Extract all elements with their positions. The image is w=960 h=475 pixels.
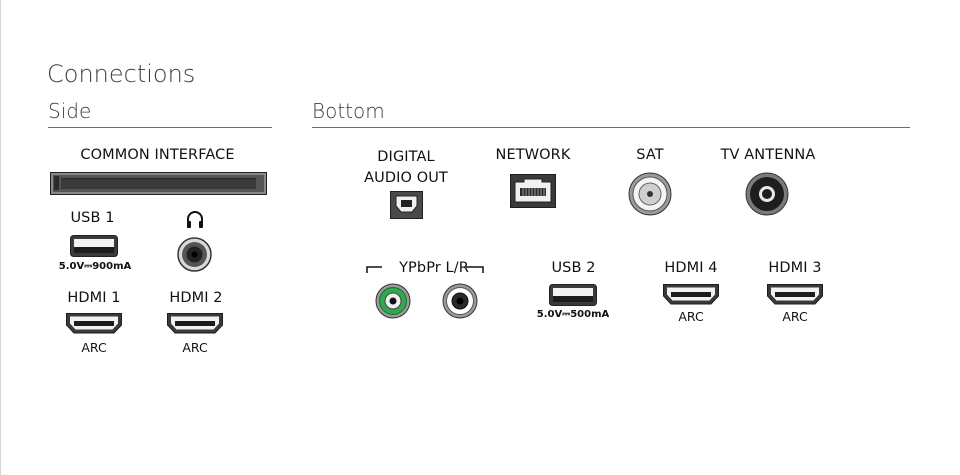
bottom-section-rule [312,127,910,128]
rca-jack-icon[interactable] [375,283,411,319]
headphone-icon [187,211,203,228]
tv-antenna-label: TV ANTENNA [720,147,816,163]
hdmi-port-icon[interactable] [167,312,223,334]
hdmi1-arc-label: ARC [81,340,107,355]
hdmi2-arc-label: ARC [182,340,208,355]
digital-audio-out-label: DIGITAL AUDIO OUT [350,147,462,189]
usb2-spec: 5.0V⎓500mA [536,309,610,320]
coax-port-icon[interactable] [628,172,672,216]
usb-port-icon[interactable] [549,284,597,306]
usb1-label: USB 1 [70,210,115,226]
hdmi4-label: HDMI 4 [664,260,718,276]
antenna-port-icon[interactable] [745,172,789,216]
page-edge-rule [0,0,1,475]
sat-label: SAT [636,147,664,163]
hdmi2-label: HDMI 2 [169,290,223,306]
ypbpr-bracket-icon [366,266,484,273]
usb-port-icon[interactable] [70,235,118,257]
rca-jack-icon[interactable] [442,283,478,319]
section-title-side: Side [48,99,92,123]
usb2-label: USB 2 [551,260,596,276]
hdmi3-label: HDMI 3 [768,260,822,276]
hdmi-port-icon[interactable] [663,283,719,305]
hdmi4-arc-label: ARC [678,309,704,324]
hdmi3-arc-label: ARC [782,309,808,324]
side-section-rule [48,127,272,128]
digital-audio-out-line1: DIGITAL [377,149,435,165]
optical-port-icon[interactable] [390,191,423,219]
digital-audio-out-line2: AUDIO OUT [364,170,448,186]
usb1-spec: 5.0V⎓900mA [58,261,132,272]
ci-slot-opening [61,178,256,189]
headphone-jack-icon[interactable] [177,237,212,272]
hdmi1-label: HDMI 1 [67,290,121,306]
ypbpr-label: YPbPr L/R [399,260,469,276]
network-label: NETWORK [495,147,571,163]
common-interface-label: COMMON INTERFACE [80,147,235,163]
section-title-bottom: Bottom [312,99,385,123]
ethernet-port-icon[interactable] [510,174,556,208]
page-title: Connections [47,60,196,88]
common-interface-slot[interactable] [50,172,267,195]
hdmi-port-icon[interactable] [767,283,823,305]
hdmi-port-icon[interactable] [66,312,122,334]
ci-slot-end [54,176,59,190]
